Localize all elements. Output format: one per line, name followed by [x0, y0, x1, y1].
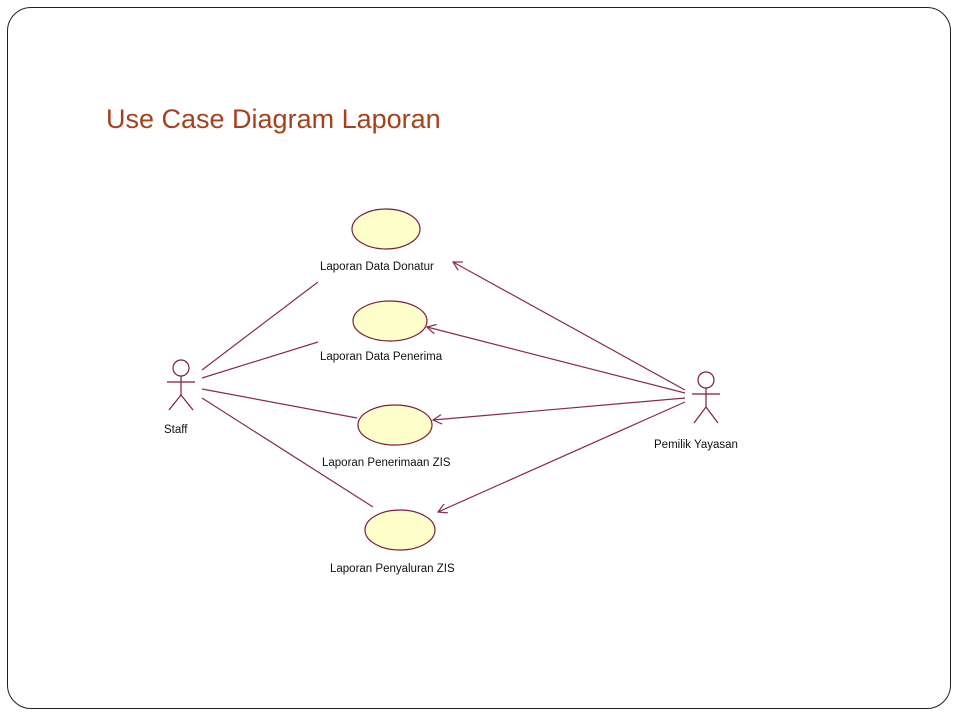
use-case-laporan-penyaluran-zis: Laporan Penyaluran ZIS — [330, 509, 455, 575]
use-case-label: Laporan Penerimaan ZIS — [322, 457, 451, 469]
actor-label-staff: Staff — [164, 424, 188, 436]
assoc-staff-uc4 — [201, 397, 374, 508]
use-case-label: Laporan Data Penerima — [320, 351, 443, 363]
use-case-laporan-penerimaan-zis: Laporan Penerimaan ZIS — [322, 404, 451, 469]
assoc-owner-uc1 — [453, 262, 686, 391]
use-case-laporan-data-penerima: Laporan Data Penerima — [320, 300, 443, 363]
assoc-owner-uc2 — [427, 327, 686, 394]
actor-staff — [167, 359, 195, 411]
use-case-laporan-data-donatur: Laporan Data Donatur — [320, 208, 434, 273]
use-case-label: Laporan Penyaluran ZIS — [330, 563, 455, 575]
assoc-owner-uc3 — [433, 397, 686, 420]
actor-pemilik-yayasan — [692, 371, 720, 424]
assoc-staff-uc1 — [201, 281, 319, 371]
slide-frame — [7, 7, 951, 709]
use-case-label: Laporan Data Donatur — [320, 261, 434, 273]
assoc-owner-uc4 — [438, 401, 686, 512]
assoc-staff-uc2 — [201, 341, 319, 379]
actor-label-pemilik-yayasan: Pemilik Yayasan — [654, 439, 738, 451]
assoc-staff-uc3 — [201, 388, 358, 419]
slide-title: Use Case Diagram Laporan — [106, 104, 441, 134]
